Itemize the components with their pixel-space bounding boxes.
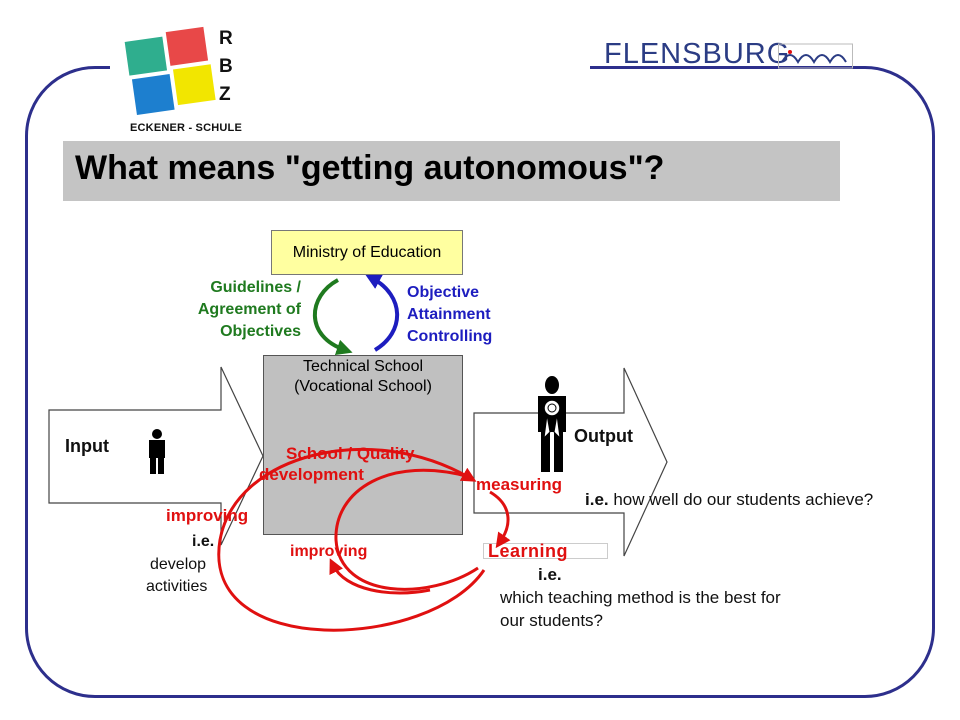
learning-bg <box>483 543 608 559</box>
ie-output-text: how well do our students achieve? <box>608 490 874 509</box>
ie-left: i.e. <box>192 533 215 550</box>
output-explanation: i.e. how well do our students achieve? <box>585 490 873 510</box>
green-label-line: Guidelines / <box>210 279 301 296</box>
blue-label-line: Objective <box>407 284 480 301</box>
page-title: What means "getting autonomous"? <box>75 149 665 187</box>
learning-question-line2: our students? <box>500 611 604 630</box>
green-label-line: Agreement of <box>197 301 301 318</box>
logo-letter-b: B <box>219 56 233 77</box>
logo-school-name: ECKENER - SCHULE <box>130 122 242 134</box>
ie-learning: i.e. <box>538 565 562 584</box>
rbz-logo-icon <box>124 26 216 115</box>
school-box <box>263 355 463 535</box>
ministry-box: Ministry of Education <box>271 230 463 275</box>
green-label: Guidelines / Agreement of Objectives <box>181 277 301 343</box>
brand-name: FLENSBURG <box>604 38 791 70</box>
learning-label: Learning <box>488 541 569 561</box>
graduate-person-icon <box>538 376 566 472</box>
measuring-to-learning-arc <box>489 490 511 549</box>
quality-label: School / Quality development <box>259 443 415 485</box>
quality-label-line: School / Quality <box>286 444 415 463</box>
quality-label-line: development <box>259 465 364 484</box>
title-bar <box>63 141 840 201</box>
school-label-line: Technical School <box>302 358 424 375</box>
inner-red-arc <box>334 468 479 591</box>
learning-question-line1: which teaching method is the best for <box>500 588 781 607</box>
improving-left-label: improving <box>166 506 249 525</box>
logo-letter-z: Z <box>219 84 231 105</box>
school-label: Technical School (Vocational School) <box>263 357 463 397</box>
wave-logo-icon <box>778 43 853 69</box>
ie-output-prefix: i.e. <box>585 490 609 509</box>
activities-text: activities <box>146 578 208 595</box>
green-cycle-arrow <box>312 278 353 355</box>
output-label: Output <box>574 426 633 446</box>
blue-label-line: Controlling <box>407 328 493 345</box>
person-icon <box>149 429 165 474</box>
measuring-label: measuring <box>476 475 562 494</box>
blue-label-line: Attainment <box>407 306 491 323</box>
blue-cycle-arrow <box>364 274 400 352</box>
green-label-line: Objectives <box>220 323 301 340</box>
input-label: Input <box>65 436 109 456</box>
frame-gap <box>110 58 590 78</box>
improving-inner-label: improving <box>290 543 368 560</box>
outer-red-arc <box>217 448 486 632</box>
logo-letter-r: R <box>219 28 233 49</box>
blue-label: Objective Attainment Controlling <box>407 282 492 348</box>
school-label-line: (Vocational School) <box>294 378 432 395</box>
inner-red-arc-head <box>329 558 431 595</box>
output-arrow <box>473 367 668 557</box>
develop-text: develop <box>150 556 207 573</box>
